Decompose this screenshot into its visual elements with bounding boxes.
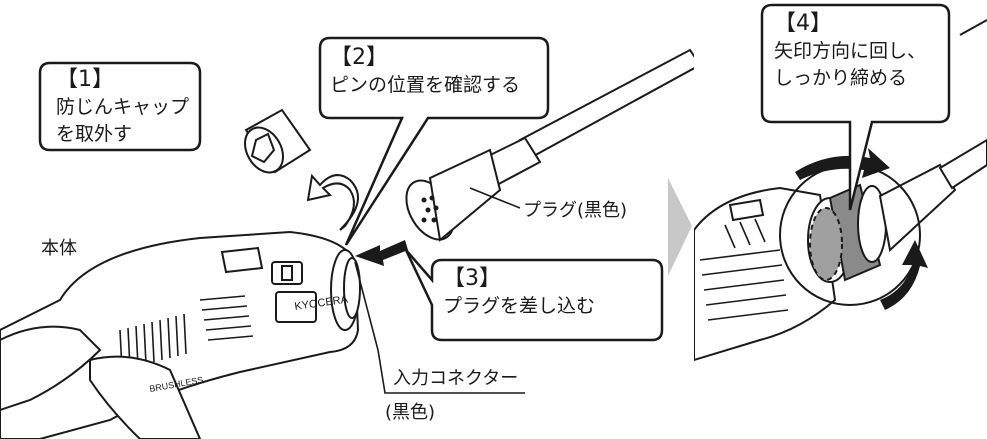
connector-color-label: (黒色): [385, 402, 436, 423]
connector-label: 入力コネクター: [393, 368, 519, 389]
dust-cap: [244, 108, 312, 174]
plug-cable: [405, 48, 702, 242]
bubble-1: [38, 61, 202, 152]
step-3-text: 【3】 プラグを差し込む: [443, 266, 596, 317]
bubble-2: [318, 36, 550, 246]
step-1-text: 【1】 防じんキャップ を取外す: [56, 67, 190, 145]
leader-lines: [354, 187, 525, 394]
callout-bubbles: [38, 3, 951, 342]
zoom-indicator: [668, 178, 692, 276]
tool-body: [0, 230, 361, 439]
step-2-text: 【2】 ピンの位置を確認する: [330, 45, 521, 96]
body-label: 本体: [41, 238, 77, 259]
plug-label: プラグ(黒色): [523, 200, 628, 221]
bubble-4: [760, 3, 951, 211]
step-4-text: 【4】 矢印方向に回し、 しっかり締める: [774, 11, 927, 89]
bubble-3: [404, 249, 664, 342]
removal-arrow: [306, 173, 359, 231]
insert-arrow: [355, 240, 408, 266]
